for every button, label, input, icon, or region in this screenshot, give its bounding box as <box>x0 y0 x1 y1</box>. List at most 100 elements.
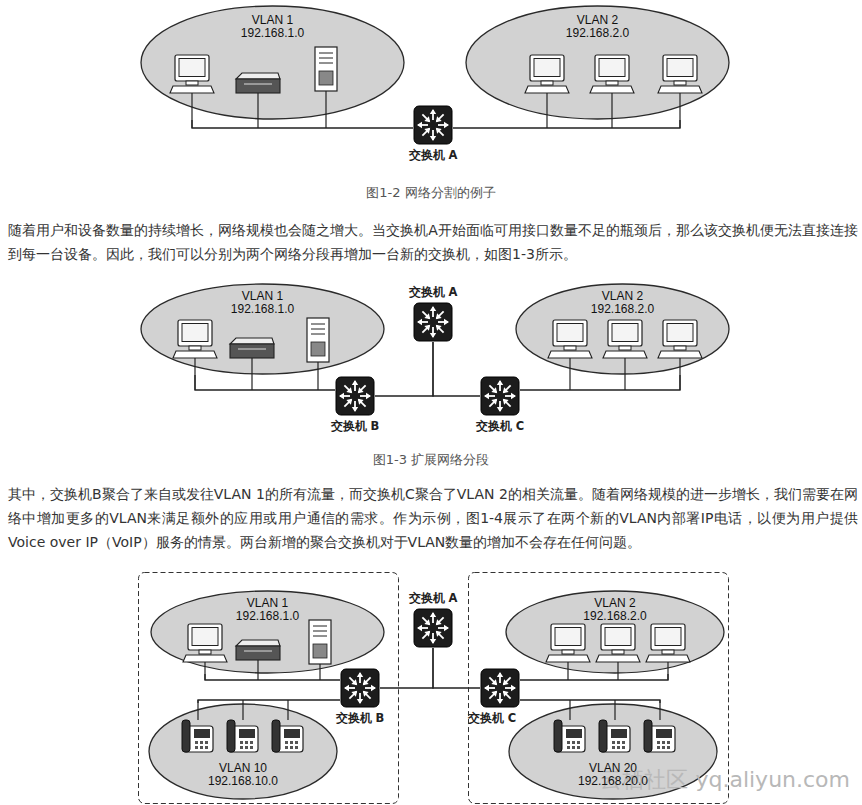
phone-key <box>612 746 615 749</box>
switch-arrowhead <box>511 393 516 399</box>
drive-bay <box>311 329 325 330</box>
printer-top <box>236 73 280 79</box>
phone-key <box>617 746 620 749</box>
switch-arrowhead <box>424 128 430 134</box>
phone-key <box>657 741 660 744</box>
switch-arrow <box>422 114 429 121</box>
switch-arrowhead <box>346 387 352 393</box>
monitor <box>663 55 697 81</box>
switch-arrow <box>437 617 444 624</box>
ellipse-outline <box>149 704 337 799</box>
drive-bay <box>319 53 333 54</box>
stand <box>619 346 631 350</box>
keyboard <box>603 351 647 358</box>
phone-body <box>183 726 213 752</box>
vlan-ellipse: VLAN 1192.168.1.0 <box>140 5 405 120</box>
phone-key <box>205 741 208 744</box>
switch-arrowhead <box>511 685 516 691</box>
phone-key <box>657 746 660 749</box>
phone-key <box>572 741 575 744</box>
handset <box>227 720 235 752</box>
device-drop-line <box>546 93 547 128</box>
switch-arrow <box>489 692 496 699</box>
switch-arrowhead <box>417 625 422 631</box>
network-link <box>520 375 680 390</box>
switch-label-holder: 交换机 A <box>409 592 458 605</box>
switch-node: 交换机 B <box>340 668 380 708</box>
switch-arrowhead <box>352 380 358 385</box>
subnet-address: 192.168.2.0 <box>583 610 646 623</box>
screen <box>555 628 581 646</box>
switch-arrowhead <box>436 116 442 122</box>
phone-key <box>572 746 575 749</box>
switch-arrowhead <box>484 685 489 691</box>
switch-arrowhead <box>357 699 363 704</box>
network-link <box>520 674 668 680</box>
ellipse-outline <box>516 284 729 374</box>
switch-body <box>414 609 452 647</box>
device-drop-line <box>569 700 570 720</box>
stand <box>674 346 686 350</box>
switch-label-holder: 交换机 B <box>336 712 385 725</box>
vlan-ellipse: VLAN 2192.168.2.0 <box>515 283 730 375</box>
switch-arrowhead <box>436 619 442 625</box>
body-paragraph: 随着用户和设备数量的持续增长，网络规模也会随之增大。当交换机A开始面临可用接口数… <box>8 218 858 266</box>
vlan-ellipse: VLAN 1192.168.1.0 <box>140 283 385 375</box>
switch-arrow <box>364 677 371 684</box>
switch-arrowhead <box>430 109 436 114</box>
phone-icon <box>227 700 258 752</box>
drive-bay <box>313 636 327 637</box>
drive-bay <box>319 58 333 59</box>
ellipse-outline <box>151 591 384 673</box>
stand <box>674 81 686 85</box>
switch-arrowhead <box>497 380 503 385</box>
switch-icon <box>413 105 453 145</box>
paper-slot <box>244 84 272 85</box>
switch-icon <box>413 608 453 648</box>
switch-arrow <box>504 385 511 392</box>
printer-icon <box>236 640 280 680</box>
phone-key <box>622 746 625 749</box>
screen <box>667 324 693 342</box>
dashed-group-box <box>469 573 729 804</box>
switch-arrowhead <box>339 393 344 399</box>
phone-key <box>612 741 615 744</box>
switch-arrowhead <box>344 685 349 691</box>
pc-icon <box>603 320 647 390</box>
device-drop-line <box>287 700 288 720</box>
monitor <box>530 55 564 81</box>
device-drop-line <box>567 662 568 680</box>
stand <box>606 81 618 85</box>
switch-arrow <box>422 326 429 333</box>
switch-icon <box>340 668 380 708</box>
phone-key <box>200 746 203 749</box>
text-holder: 图1-3 扩展网络分段 <box>0 451 862 469</box>
switch-arrow <box>359 400 366 407</box>
network-link <box>520 700 660 703</box>
switch-arrowhead <box>491 387 497 393</box>
vlan-name: VLAN 2 <box>594 597 635 610</box>
switch-body <box>481 669 519 707</box>
drive-bay <box>311 334 325 335</box>
phone-key <box>285 746 288 749</box>
subnet-address: 192.168.20.0 <box>578 775 648 788</box>
switch-arrowhead <box>503 399 509 405</box>
switch-arrowhead <box>424 631 430 637</box>
switch-arrowhead <box>484 393 489 399</box>
network-link <box>375 342 433 396</box>
vlan-name: VLAN 2 <box>602 290 643 303</box>
switch-arrowhead <box>430 333 436 338</box>
switch-label: 交换机 A <box>409 592 458 605</box>
switch-arrow <box>344 400 351 407</box>
switch-body <box>481 377 519 415</box>
keyboard <box>525 86 569 93</box>
device-drop-line <box>257 93 258 128</box>
phone-key <box>577 741 580 744</box>
switch-arrowhead <box>497 672 503 677</box>
ellipse-outline <box>509 704 717 799</box>
keyboard <box>646 655 690 662</box>
phone-body <box>273 726 303 752</box>
keyboard <box>548 351 592 358</box>
switch-label: 交换机 C <box>476 420 524 433</box>
switch-arrowhead <box>444 625 449 631</box>
